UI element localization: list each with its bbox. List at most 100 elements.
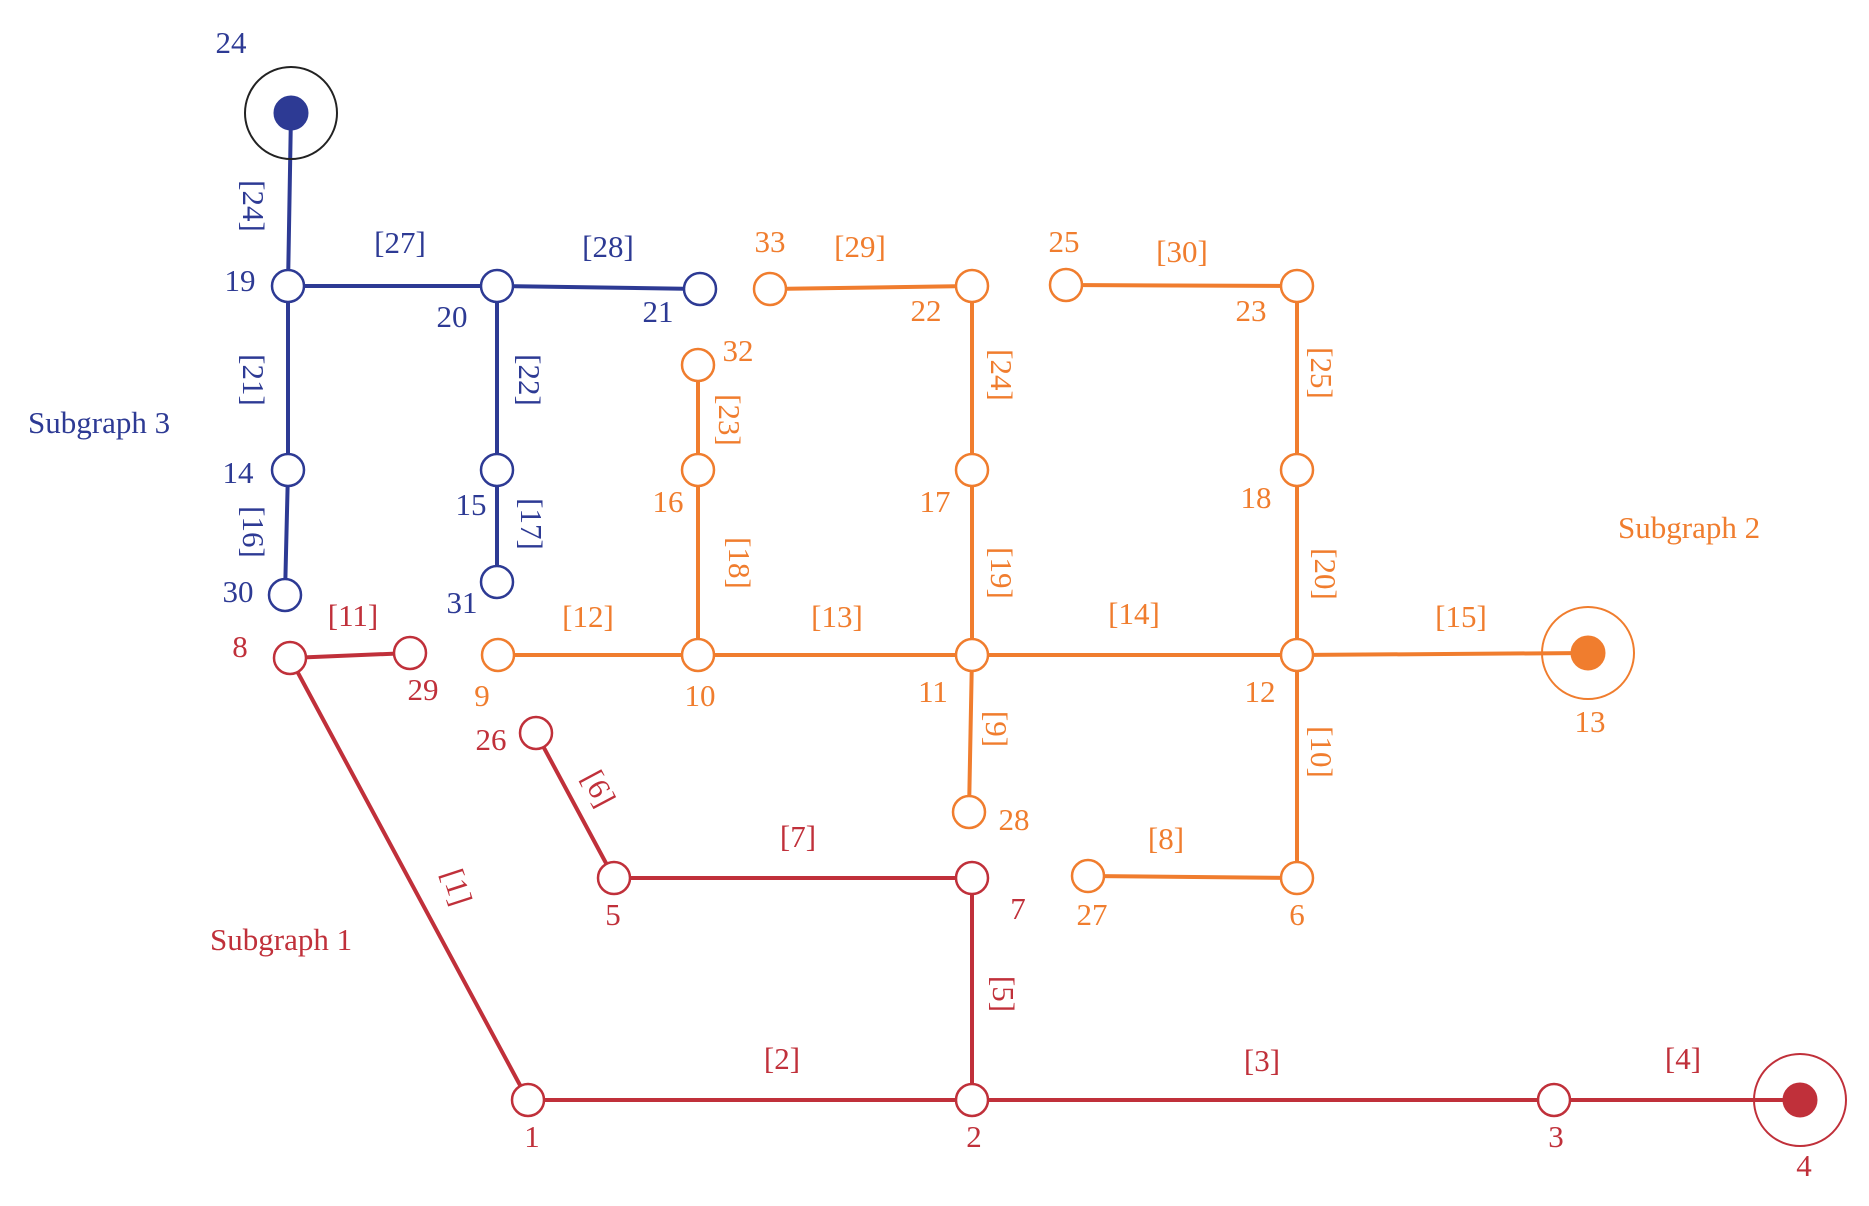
node-label-7: 7 <box>1010 891 1026 926</box>
node-label-4: 4 <box>1796 1148 1812 1183</box>
edges-layer <box>283 111 1802 1102</box>
source-node-4 <box>1782 1082 1818 1118</box>
node-label-5: 5 <box>605 897 621 932</box>
node-label-12: 12 <box>1245 674 1276 709</box>
node-label-33: 33 <box>755 224 786 259</box>
node-label-24: 24 <box>216 25 248 60</box>
edge-label: [13] <box>811 599 863 634</box>
edge-label: [22] <box>512 354 547 406</box>
source-node-13 <box>1570 635 1606 671</box>
edge-24-subgraph3 <box>286 111 293 288</box>
edge-16-subgraph3 <box>283 468 290 597</box>
node-label-1: 1 <box>524 1119 540 1154</box>
node-26 <box>518 715 554 751</box>
edge-label: [19] <box>984 547 1019 599</box>
subgraph-3-label: Subgraph 3 <box>28 405 170 440</box>
node-14 <box>270 452 306 488</box>
node-11 <box>954 637 990 673</box>
source-rings-layer <box>244 66 1847 1147</box>
node-label-21: 21 <box>643 294 674 329</box>
node-7 <box>954 860 990 896</box>
edge-label: [25] <box>1304 347 1339 399</box>
edge-label: [6] <box>575 764 623 812</box>
node-10 <box>680 637 716 673</box>
node-15 <box>479 452 515 488</box>
node-label-25: 25 <box>1049 224 1080 259</box>
node-31 <box>479 564 515 600</box>
node-label-17: 17 <box>920 484 951 519</box>
edge-15-subgraph2 <box>1295 651 1590 657</box>
node-label-26: 26 <box>476 722 507 757</box>
edge-label: [23] <box>712 394 747 446</box>
node-28 <box>951 794 987 830</box>
node-29 <box>392 635 428 671</box>
edge-label: [18] <box>722 537 757 589</box>
edge-label: [24] <box>236 180 271 232</box>
source-node-24 <box>273 95 309 131</box>
node-label-23: 23 <box>1236 293 1267 328</box>
edge-label: [9] <box>979 711 1014 747</box>
edge-label: [15] <box>1435 599 1487 634</box>
edge-label: [8] <box>1148 821 1184 856</box>
edge-29-subgraph2 <box>768 284 974 291</box>
node-8 <box>272 640 308 676</box>
node-18 <box>1279 452 1315 488</box>
node-label-19: 19 <box>225 263 256 298</box>
edge-label: [11] <box>328 598 379 633</box>
edge-label: [4] <box>1665 1041 1701 1076</box>
source-ring-24 <box>244 66 338 160</box>
node-19 <box>270 268 306 304</box>
edge-label: [2] <box>764 1041 800 1076</box>
node-2 <box>954 1082 990 1118</box>
edge-8-subgraph2 <box>1086 874 1299 880</box>
edge-label: [14] <box>1108 596 1160 631</box>
subgraph-labels-layer: Subgraph 1 Subgraph 2 Subgraph 3 <box>28 405 1760 957</box>
node-label-16: 16 <box>653 484 684 519</box>
edge-label: [5] <box>986 976 1021 1012</box>
edge-label: [20] <box>1308 548 1343 600</box>
edge-label: [1] <box>435 864 479 909</box>
edge-label: [21] <box>236 354 271 406</box>
node-label-2: 2 <box>966 1119 982 1154</box>
node-5 <box>596 860 632 896</box>
node-label-29: 29 <box>408 672 439 707</box>
node-label-14: 14 <box>223 455 255 490</box>
node-6 <box>1279 860 1315 896</box>
node-32 <box>680 347 716 383</box>
edge-label: [16] <box>236 506 271 558</box>
edge-1-subgraph1 <box>288 656 530 1102</box>
subgraph-1-label: Subgraph 1 <box>210 922 352 957</box>
node-label-27: 27 <box>1077 897 1108 932</box>
node-label-30: 30 <box>223 574 254 609</box>
edge-label: [29] <box>834 229 886 264</box>
node-3 <box>1536 1082 1572 1118</box>
node-label-20: 20 <box>437 299 468 334</box>
node-30 <box>267 577 303 613</box>
node-17 <box>954 452 990 488</box>
edge-label: [12] <box>562 599 614 634</box>
node-label-18: 18 <box>1241 480 1272 515</box>
node-12 <box>1279 637 1315 673</box>
source-ring-13 <box>1541 606 1635 700</box>
source-ring-4 <box>1753 1053 1847 1147</box>
node-25 <box>1048 267 1084 303</box>
node-label-15: 15 <box>456 487 487 522</box>
node-label-11: 11 <box>918 674 948 709</box>
node-label-28: 28 <box>999 802 1030 837</box>
edge-label: [24] <box>984 349 1019 401</box>
edge-labels-layer: [1][2][3][4][5][6][7][11][8][9][10][12][… <box>236 180 1701 1078</box>
node-label-6: 6 <box>1289 897 1305 932</box>
edge-label: [3] <box>1244 1043 1280 1078</box>
node-label-10: 10 <box>685 678 716 713</box>
node-22 <box>954 268 990 304</box>
edge-label: [28] <box>582 229 634 264</box>
node-label-8: 8 <box>232 629 248 664</box>
edge-label: [27] <box>374 225 426 260</box>
edge-label: [30] <box>1156 234 1208 269</box>
node-label-22: 22 <box>911 293 942 328</box>
node-21 <box>682 271 718 307</box>
edge-label: [17] <box>514 498 549 550</box>
edge-6-subgraph1 <box>534 731 616 880</box>
node-9 <box>480 637 516 673</box>
